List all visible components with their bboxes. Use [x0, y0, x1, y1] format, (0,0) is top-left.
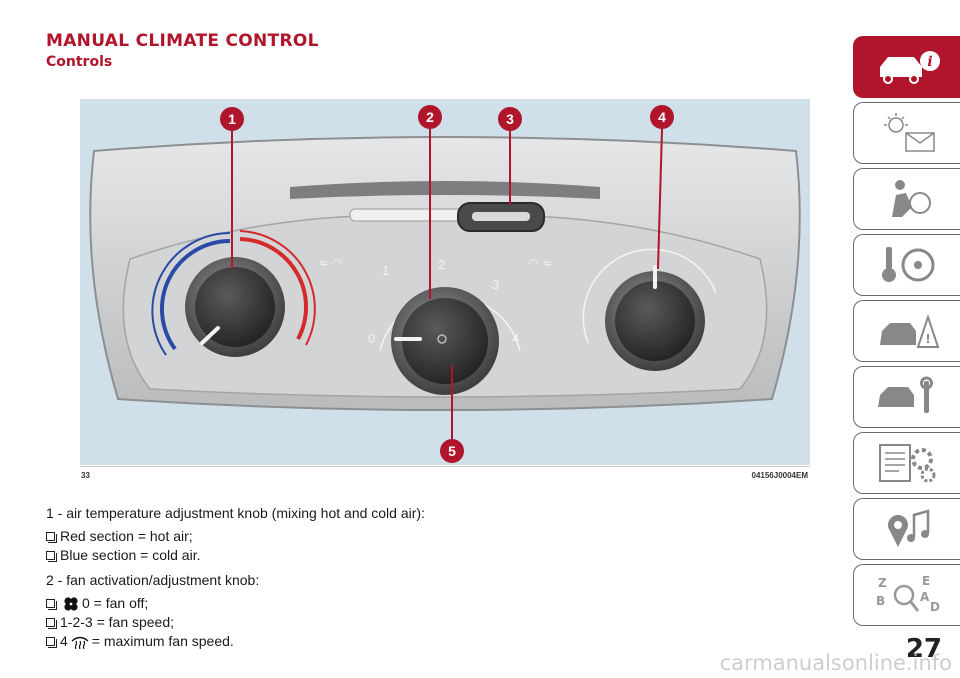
svg-text:A: A — [920, 590, 930, 604]
list-item: Blue section = cold air. — [46, 546, 806, 565]
chapter-tab-warning-lights[interactable] — [853, 102, 960, 164]
figure-number: 33 — [81, 471, 90, 480]
temperature-knob-indicator — [200, 326, 220, 345]
callout-2: 2 — [418, 105, 442, 299]
recirc-symbol-right: ◠ ≈ — [528, 256, 552, 270]
chapter-tab-maintenance[interactable] — [853, 366, 960, 428]
top-button-light — [472, 212, 530, 221]
chapter-tab-safety[interactable] — [853, 168, 960, 230]
steering-key-icon — [882, 247, 935, 282]
climate-control-figure: 0 1 2 3 4 ≈ ◠ ◠ ≈ 1 2 — [80, 99, 810, 465]
item-2-title: 2 - fan activation/adjustment knob: — [46, 572, 260, 588]
chapter-tab-multimedia[interactable] — [853, 498, 960, 560]
bullet-box-icon — [46, 551, 57, 562]
list-item: Red section = hot air; — [46, 527, 806, 546]
fan-scale-3: 3 — [492, 277, 499, 292]
figure-code: 04156J0004EM — [751, 471, 809, 480]
car-info-icon: i — [880, 51, 940, 84]
fan-scale-2: 2 — [438, 257, 445, 272]
temperature-knob — [195, 267, 275, 347]
svg-text:!: ! — [925, 332, 930, 346]
svg-text:Z: Z — [878, 576, 887, 590]
air-distribution-arc — [582, 248, 717, 344]
vent-slot — [290, 181, 600, 199]
multimedia-icon — [888, 509, 930, 547]
cold-scale-arc-2 — [151, 232, 231, 356]
list-item: 1-2-3 = fan speed; — [46, 613, 806, 632]
defrost-icon — [71, 636, 89, 649]
svg-text:B: B — [876, 594, 885, 608]
cold-scale-arc — [160, 239, 231, 351]
fan-scale-0: 0 — [368, 331, 375, 346]
svg-text:4: 4 — [658, 109, 666, 125]
section-subheading: Controls — [46, 54, 113, 70]
bullet-box-icon — [46, 618, 57, 629]
chapter-tab-starting-driving[interactable] — [853, 234, 960, 296]
chapter-tab-car-info[interactable]: i — [853, 36, 960, 98]
svg-text:1: 1 — [228, 111, 236, 127]
fan-knob-center-icon — [437, 334, 447, 344]
list-item: 4 = maximum fan speed. — [46, 632, 806, 651]
list-item: 0 = fan off; — [46, 594, 806, 613]
svg-text:D: D — [930, 600, 940, 614]
svg-text:E: E — [922, 574, 930, 588]
hot-scale-arc — [239, 237, 309, 340]
callout-3: 3 — [498, 107, 522, 205]
maintenance-icon — [878, 376, 933, 413]
bullet-box-icon — [46, 599, 57, 610]
safety-airbag-icon — [892, 180, 931, 217]
hot-scale-arc-2 — [239, 230, 316, 346]
chapter-sidebar: i ! — [852, 36, 960, 626]
svg-text:3: 3 — [506, 111, 514, 127]
emergency-icon: ! — [880, 313, 940, 348]
bullet-box-icon — [46, 637, 57, 648]
chapter-tab-technical-data[interactable] — [853, 432, 960, 494]
figure-caption: 33 04156J0004EM — [80, 466, 810, 483]
section-heading: MANUAL CLIMATE CONTROL — [46, 31, 319, 51]
page-number: 27 — [905, 634, 942, 664]
callout-1: 1 — [220, 107, 244, 269]
technical-data-icon — [879, 444, 936, 483]
air-distribution-knob — [615, 281, 695, 361]
fan-scale-1: 1 — [382, 263, 389, 278]
bullet-box-icon — [46, 532, 57, 543]
index-icon: Z E B A D — [876, 574, 940, 614]
chapter-tab-emergency[interactable]: ! — [853, 300, 960, 362]
callout-4: 4 — [650, 105, 674, 270]
recirc-symbol-left: ≈ ◠ — [318, 256, 342, 270]
body-text: 1 - air temperature adjustment knob (mix… — [46, 504, 806, 651]
svg-text:2: 2 — [426, 109, 434, 125]
watermark: carmanualsonline.info — [719, 651, 952, 675]
callout-5: 5 — [440, 365, 464, 463]
fan-icon — [64, 596, 78, 611]
chapter-tab-index[interactable]: Z E B A D — [853, 564, 960, 626]
warning-lights-icon — [884, 113, 935, 152]
svg-text:i: i — [927, 54, 932, 70]
svg-text:5: 5 — [448, 443, 456, 459]
climate-panel-illustration: 0 1 2 3 4 ≈ ◠ ◠ ≈ 1 2 — [89, 105, 801, 463]
item-1-title: 1 - air temperature adjustment knob (mix… — [46, 505, 425, 521]
